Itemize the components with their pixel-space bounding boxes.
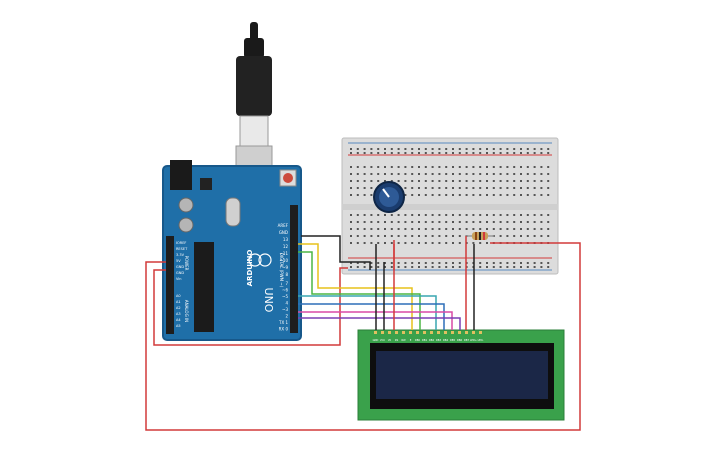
analog-header-label: ANALOG IN bbox=[184, 300, 189, 322]
analog-pin-label: A2 bbox=[176, 306, 181, 310]
digital-pin-label: GND bbox=[279, 230, 288, 235]
lcd-pin-label: VCC bbox=[380, 338, 385, 342]
board-brand: ARDUINO bbox=[246, 250, 254, 287]
power-pin-label: RESET bbox=[176, 247, 188, 251]
lcd-pin bbox=[423, 331, 426, 334]
analog-pin-label: A0 bbox=[176, 294, 181, 298]
digital-pin-label: ~3 bbox=[282, 307, 288, 312]
digital-pin-label: 12 bbox=[283, 244, 289, 249]
lcd-pin bbox=[381, 331, 384, 334]
digital-header bbox=[290, 205, 298, 333]
power-pin-label: GND bbox=[176, 271, 184, 275]
lcd-pin bbox=[395, 331, 398, 334]
lcd-pin bbox=[465, 331, 468, 334]
analog-pin-label: A1 bbox=[176, 300, 181, 304]
wire-teal bbox=[298, 295, 437, 330]
power-header-label: POWER bbox=[184, 256, 189, 271]
power-pin-labels: IOREF RESET 3.3V 5V GND GND Vin bbox=[176, 241, 188, 281]
wires bbox=[145, 235, 581, 431]
lcd-pin-label: DB7 bbox=[464, 338, 470, 342]
lcd-pin-label: DB1 bbox=[422, 338, 428, 342]
power-pin-label: GND bbox=[176, 265, 184, 269]
lcd-pin-label: LED- bbox=[478, 338, 484, 342]
digital-pin-label: ~11 bbox=[280, 251, 289, 256]
lcd-pin bbox=[430, 331, 433, 334]
digital-pin-label: ~5 bbox=[282, 294, 288, 299]
wire-yellow bbox=[298, 243, 413, 330]
crystal bbox=[225, 197, 241, 227]
wire-green bbox=[298, 251, 421, 330]
lcd-pin bbox=[388, 331, 391, 334]
power-pin-label: 3.3V bbox=[176, 253, 185, 257]
breadboard bbox=[341, 137, 559, 275]
microcontroller-chip bbox=[194, 242, 214, 332]
digital-pin-label: 13 bbox=[283, 237, 289, 242]
lcd-pin bbox=[472, 331, 475, 334]
board-model: UNO bbox=[262, 288, 275, 313]
lcd-pin-label: LED+ bbox=[470, 338, 477, 342]
lcd-pin-label: E bbox=[410, 338, 412, 342]
lcd-pin-label: DB4 bbox=[443, 338, 449, 342]
arduino-logo-icon bbox=[248, 253, 262, 267]
capacitor-2 bbox=[178, 217, 194, 233]
wire-red-5v bbox=[153, 267, 348, 346]
lcd-pin-label: DB2 bbox=[429, 338, 435, 342]
digital-pin-label: 4 bbox=[285, 301, 288, 306]
lcd-pin bbox=[444, 331, 447, 334]
digital-pin-label: 8 bbox=[285, 272, 288, 277]
usb-cable bbox=[235, 22, 273, 191]
digital-pin-label: TX 1 bbox=[278, 320, 288, 325]
lcd-pin bbox=[416, 331, 419, 334]
analog-pin-label: A4 bbox=[176, 318, 181, 322]
lcd-pin bbox=[458, 331, 461, 334]
power-analog-header bbox=[166, 236, 174, 334]
reset-button-cap bbox=[283, 173, 293, 183]
lcd-pin-label: GND bbox=[373, 338, 379, 342]
lcd-pin-label: RW bbox=[401, 338, 406, 342]
lcd-pin-label: DB3 bbox=[436, 338, 442, 342]
arduino-board: AREF GND 13 12 ~11 ~10 ~9 8 7 ~6~5 4~3 2TX 1 RX 0 IO… bbox=[162, 160, 302, 341]
digital-header-label: DIGITAL (PWM ~) bbox=[279, 253, 284, 288]
lcd-pin-label: V0 bbox=[388, 338, 392, 342]
lcd-pin-label: DB6 bbox=[457, 338, 463, 342]
power-pin-label: Vin bbox=[176, 277, 182, 281]
regulator bbox=[200, 178, 212, 190]
power-pin-label: IOREF bbox=[176, 241, 186, 245]
resistor bbox=[466, 232, 494, 240]
lcd-pin bbox=[479, 331, 482, 334]
digital-pin-label: ~6 bbox=[282, 288, 288, 293]
analog-pin-label: A3 bbox=[176, 312, 181, 316]
wire-black-gnd bbox=[301, 235, 371, 270]
digital-pin-label: 2 bbox=[285, 314, 288, 319]
wire-red-outer bbox=[145, 242, 581, 431]
lcd-pin bbox=[437, 331, 440, 334]
wire-blue bbox=[298, 303, 445, 330]
digital-pin-label: RX 0 bbox=[279, 327, 289, 332]
lcd-pin-label: DB0 bbox=[415, 338, 421, 342]
capacitor-1 bbox=[178, 197, 194, 213]
lcd-pin-label: RS bbox=[395, 338, 399, 342]
lcd-pin bbox=[374, 331, 377, 334]
potentiometer bbox=[373, 181, 405, 213]
power-jack bbox=[170, 160, 192, 190]
analog-pin-label: A5 bbox=[176, 324, 181, 328]
wire-purple bbox=[298, 317, 461, 330]
digital-pin-label: AREF bbox=[278, 223, 289, 228]
power-pin-label: 5V bbox=[176, 259, 181, 263]
lcd-pin bbox=[409, 331, 412, 334]
digital-pin-labels: AREF GND 13 12 ~11 ~10 ~9 8 7 ~6~5 4~3 2TX 1 RX 0 bbox=[278, 223, 289, 332]
lcd-pin bbox=[402, 331, 405, 334]
wire-pink bbox=[298, 311, 453, 330]
digital-pin-label: ~10 bbox=[280, 258, 289, 263]
digital-pin-label: ~9 bbox=[282, 265, 288, 270]
lcd-pin-label: DB5 bbox=[450, 338, 456, 342]
digital-pin-label: 7 bbox=[285, 281, 288, 286]
lcd-pin bbox=[451, 331, 454, 334]
